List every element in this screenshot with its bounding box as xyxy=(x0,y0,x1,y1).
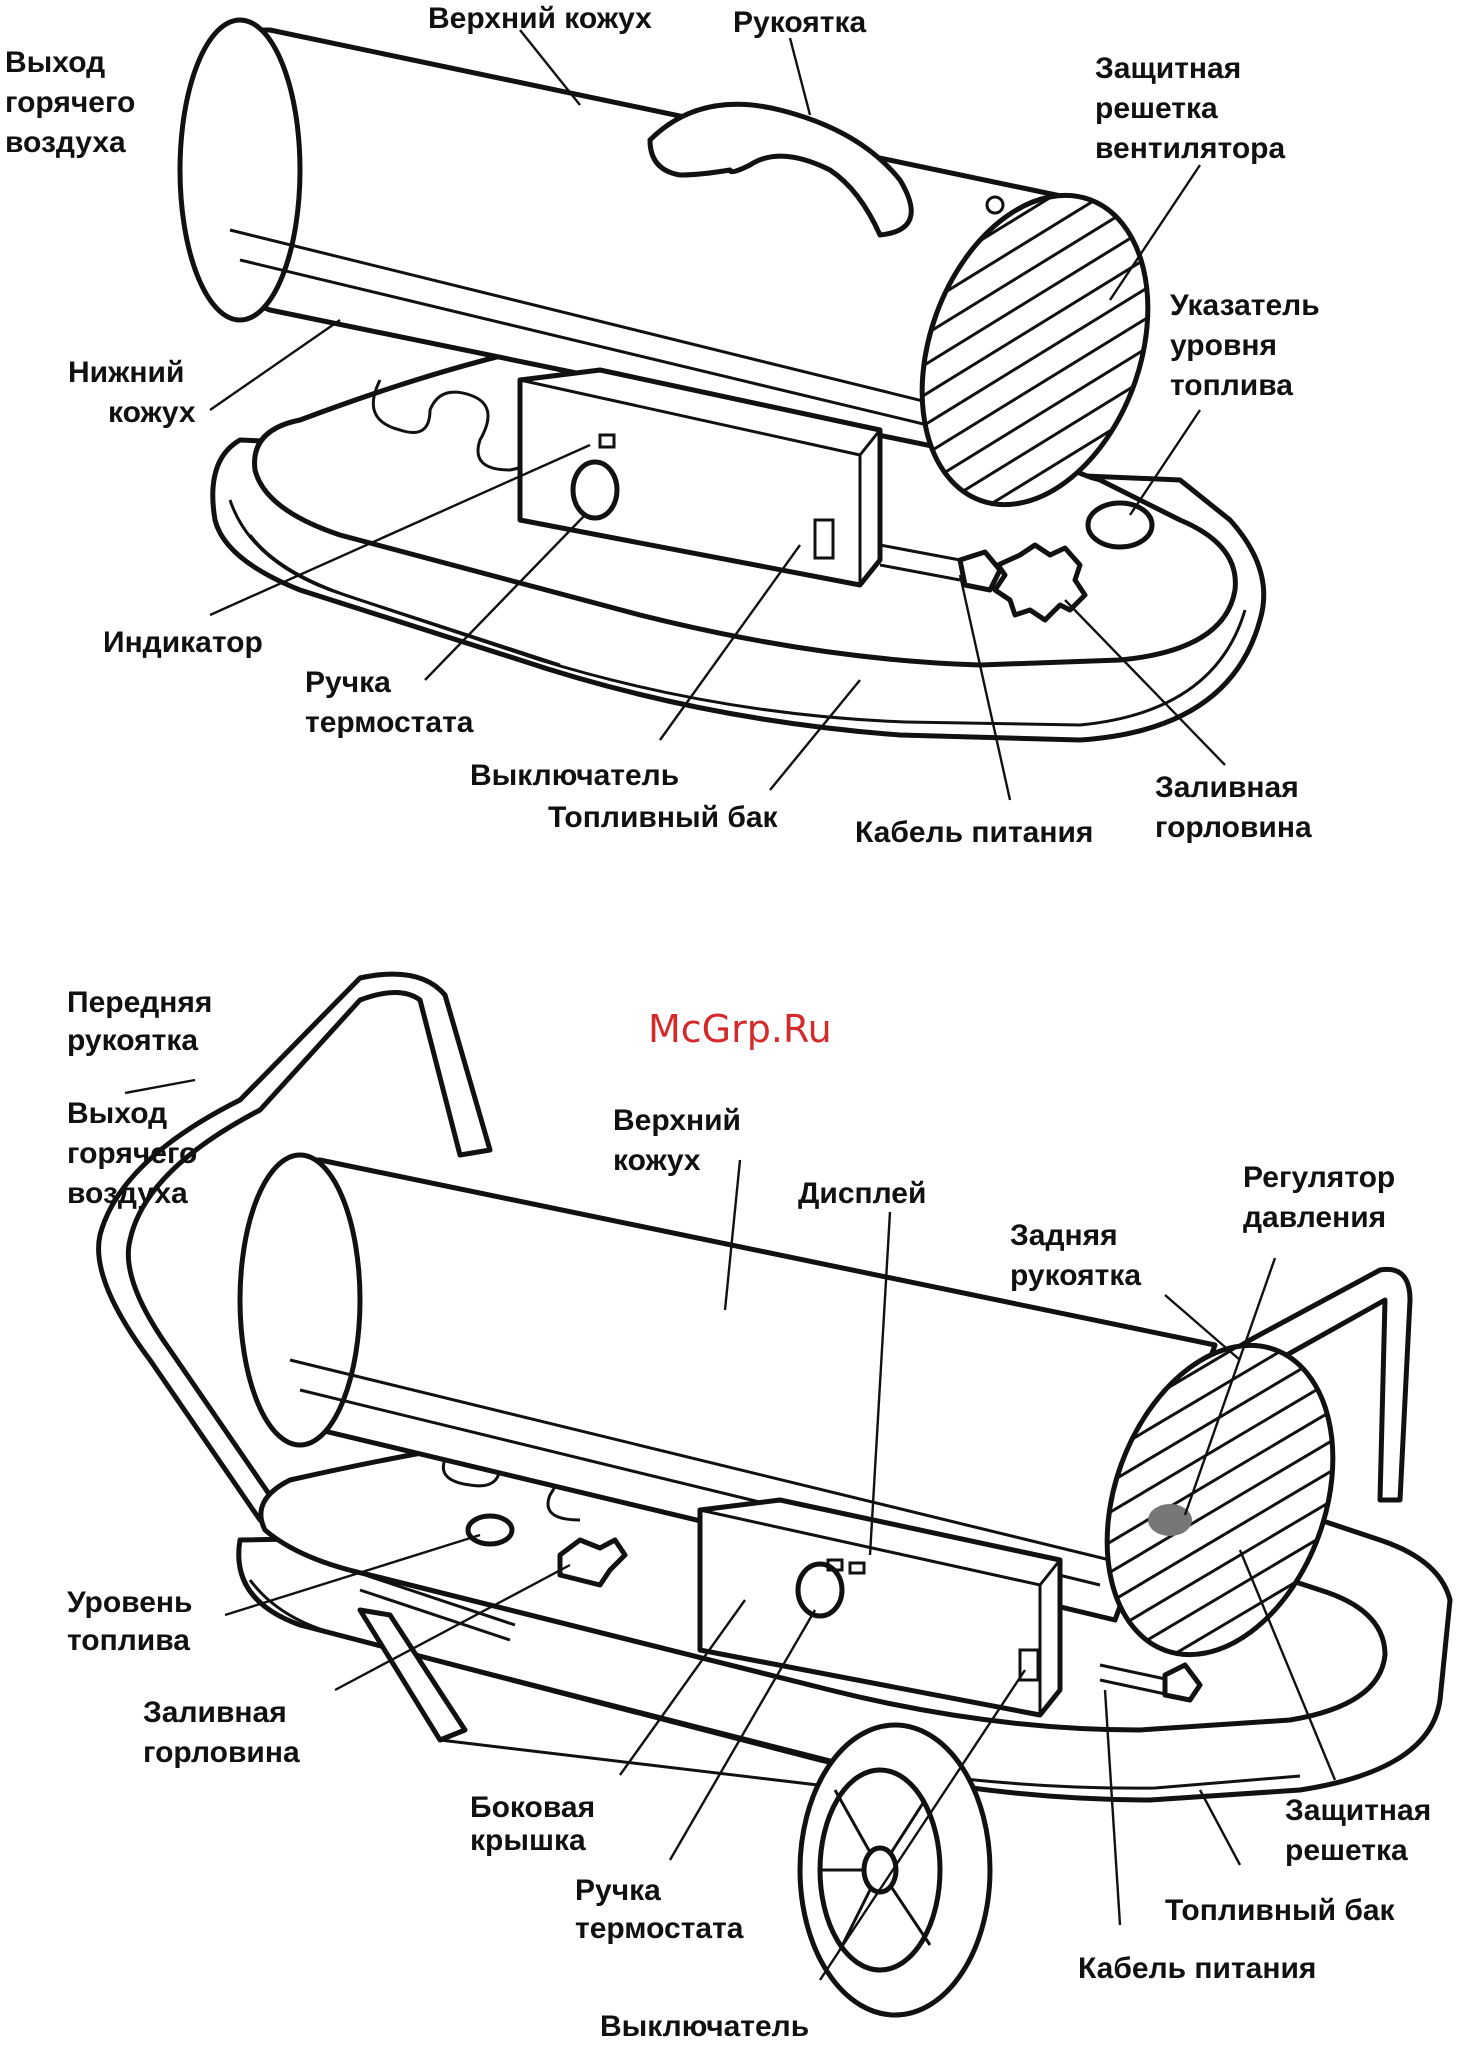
label-power-cable-2: Кабель питания xyxy=(1078,1952,1316,1985)
filler-neck-2 xyxy=(557,1537,628,1588)
label-fan-guard-1c: вентилятора xyxy=(1095,132,1285,165)
label-display-2: Дисплей xyxy=(798,1177,926,1210)
label-hot-air-outlet-2a: Выход xyxy=(67,1097,167,1130)
watermark: McGrp.Ru xyxy=(648,1007,832,1051)
label-fuel-gauge-1b: уровня xyxy=(1170,329,1277,362)
thermostat-knob-2 xyxy=(795,1561,845,1619)
label-upper-casing-2a: Верхний xyxy=(613,1104,741,1137)
label-pressure-regulator-2b: давления xyxy=(1243,1201,1386,1234)
label-guard-2a: Защитная xyxy=(1285,1794,1431,1827)
display-2 xyxy=(826,1558,844,1572)
label-hot-air-outlet-1b: горячего xyxy=(5,86,135,119)
switch-1 xyxy=(813,518,835,560)
label-handle-1: Рукоятка xyxy=(733,6,866,39)
label-side-cover-2b: крышка xyxy=(470,1824,586,1857)
hot-air-outlet-1 xyxy=(177,17,303,323)
leaders-1 xyxy=(209,29,1226,801)
label-side-cover-2a: Боковая xyxy=(470,1791,595,1824)
label-lower-casing-1a: Нижний xyxy=(68,356,184,389)
label-thermostat-knob-1a: Ручка xyxy=(305,666,391,699)
label-fan-guard-1b: решетка xyxy=(1095,92,1218,125)
label-fuel-tank-2: Топливный бак xyxy=(1165,1894,1396,1927)
heater-2 xyxy=(96,971,1453,2018)
label-thermostat-knob-1b: термостата xyxy=(305,706,474,739)
label-filler-neck-2b: горловина xyxy=(143,1736,300,1769)
hot-air-outlet-2 xyxy=(237,1152,363,1448)
label-fuel-gauge-1a: Указатель xyxy=(1170,289,1320,322)
label-upper-casing-1: Верхний кожух xyxy=(428,2,652,35)
label-switch-1: Выключатель xyxy=(470,759,679,792)
labels-1: Верхний кожух Рукоятка Выход горячего во… xyxy=(5,2,1320,849)
pressure-regulator-2 xyxy=(1148,1504,1192,1536)
switch-2 xyxy=(1018,1648,1040,1682)
label-fuel-gauge-1c: топлива xyxy=(1170,369,1293,402)
label-pressure-regulator-2a: Регулятор xyxy=(1243,1161,1395,1194)
label-filler-neck-2a: Заливная xyxy=(143,1696,287,1729)
label-guard-2b: решетка xyxy=(1285,1834,1408,1867)
label-fan-guard-1a: Защитная xyxy=(1095,52,1241,85)
label-hot-air-outlet-1a: Выход xyxy=(5,46,105,79)
label-fuel-level-2b: топлива xyxy=(67,1624,190,1657)
fuel-gauge-1 xyxy=(1085,500,1155,550)
label-fuel-level-2a: Уровень xyxy=(67,1586,192,1619)
guard-2 xyxy=(1104,1342,1336,1658)
fuel-level-2 xyxy=(465,1513,515,1547)
label-power-cable-1: Кабель питания xyxy=(855,816,1093,849)
handle-1 xyxy=(647,101,914,238)
label-indicator-1: Индикатор xyxy=(103,626,263,659)
label-rear-handle-2a: Задняя xyxy=(1010,1219,1118,1252)
label-thermostat-knob-2b: термостата xyxy=(575,1912,744,1945)
label-hot-air-outlet-1c: воздуха xyxy=(5,126,126,159)
control-box-1 xyxy=(517,367,883,588)
leaders-2 xyxy=(124,1078,1337,1981)
label-rear-handle-2b: рукоятка xyxy=(1010,1259,1141,1292)
label-filler-neck-1a: Заливная xyxy=(1155,771,1299,804)
label-thermostat-knob-2a: Ручка xyxy=(575,1874,661,1907)
label-front-handle-2b: рукоятка xyxy=(67,1024,198,1057)
side-cover-2 xyxy=(697,1497,1063,1718)
label-switch-2: Выключатель xyxy=(600,2010,809,2043)
label-upper-casing-2b: кожух xyxy=(613,1144,701,1177)
label-hot-air-outlet-2c: воздуха xyxy=(67,1177,188,1210)
indicator-1 xyxy=(598,433,616,449)
thermostat-knob-1 xyxy=(570,459,620,521)
label-hot-air-outlet-2b: горячего xyxy=(67,1137,197,1170)
labels-2: Передняя рукоятка Выход горячего воздуха… xyxy=(67,986,1431,2043)
filler-neck-1 xyxy=(992,542,1088,623)
label-filler-neck-1b: горловина xyxy=(1155,811,1312,844)
label-fuel-tank-1: Топливный бак xyxy=(548,801,779,834)
label-front-handle-2a: Передняя xyxy=(67,986,212,1019)
label-lower-casing-1b: кожух xyxy=(108,396,196,429)
heater-1 xyxy=(177,17,1267,743)
